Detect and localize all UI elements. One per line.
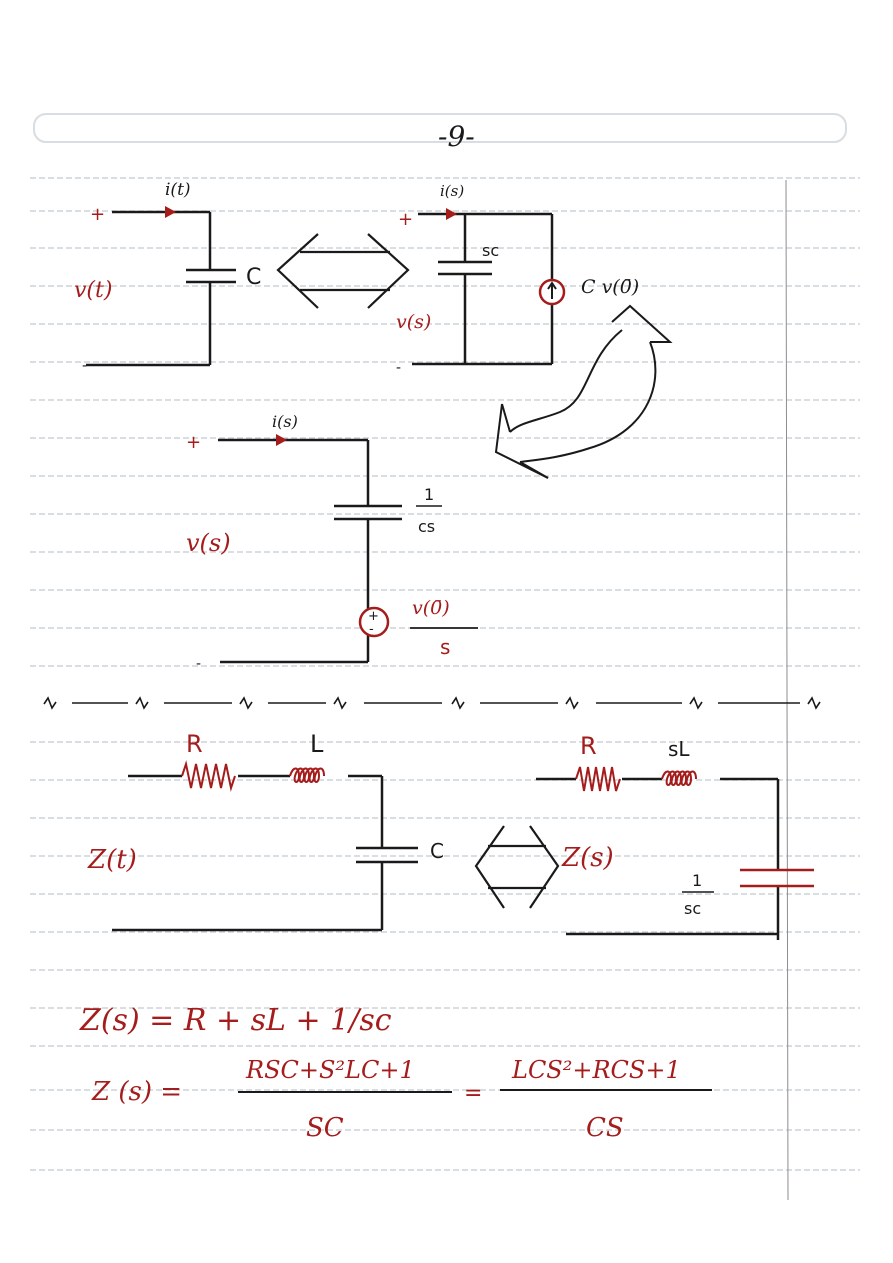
minus-sign: - — [196, 656, 201, 672]
current-label: i(s) — [272, 412, 298, 431]
ruled-lines — [30, 177, 860, 1171]
resistor-label: R — [580, 732, 597, 760]
voltage-label: v(s) — [396, 311, 431, 333]
circuit-s-voltage-source — [218, 438, 402, 664]
capacitor-denominator: cs — [418, 517, 435, 536]
equation-numerator-2: LCS²+RCS+1 — [511, 1056, 681, 1084]
transform-arrow-icon — [494, 304, 673, 479]
voltage-source-icon: + - — [358, 606, 390, 638]
impedance-circuit-s — [536, 777, 780, 940]
resistor-icon — [181, 760, 236, 792]
current-source-icon — [538, 278, 566, 306]
current-label: i(s) — [440, 182, 464, 200]
current-arrow-icon — [446, 208, 457, 220]
capacitor-denominator: sc — [684, 899, 701, 918]
voltage-label: v(t) — [74, 278, 112, 303]
inductor-icon — [289, 767, 325, 783]
minus-sign: - — [82, 358, 87, 374]
impedance-label: Z(s) — [561, 843, 614, 873]
capacitor-numerator: 1 — [424, 485, 434, 504]
equation-lhs: Z (s) = — [91, 1077, 182, 1107]
voltage-label: v(s) — [186, 529, 231, 557]
inductor-label: L — [310, 730, 324, 758]
capacitor-label: C — [246, 265, 261, 290]
minus-sign: - — [396, 360, 401, 376]
svg-text:+: + — [368, 609, 379, 624]
source-label: C v(0̄) — [581, 276, 639, 298]
source-numerator: v(0̄) — [412, 597, 450, 619]
impedance-circuit-time — [112, 774, 418, 932]
equation-numerator-1: RSC+S²LC+1 — [245, 1056, 415, 1084]
capacitor-numerator: 1 — [692, 871, 702, 890]
equivalence-arrow-icon — [474, 825, 560, 909]
current-label: i(t) — [165, 180, 191, 200]
plus-sign: + — [90, 204, 105, 225]
equivalence-arrow-icon — [276, 233, 410, 309]
impedance-label: Z(t) — [87, 845, 137, 875]
circuit-time-capacitor — [86, 210, 236, 367]
resistor-icon — [575, 766, 621, 792]
circuit-s-current-source — [412, 212, 554, 366]
margin-line — [785, 179, 789, 1201]
equation-denominator-1: SC — [306, 1113, 344, 1143]
resistor-label: R — [186, 730, 203, 758]
current-arrow-icon — [276, 434, 287, 446]
equation-denominator-2: CS — [586, 1113, 624, 1143]
plus-sign: + — [398, 209, 413, 230]
capacitor-label: sc — [482, 241, 499, 260]
equation-equals: = — [464, 1081, 482, 1106]
inductor-icon — [661, 770, 697, 786]
capacitor-icon — [740, 868, 814, 888]
current-arrow-icon — [165, 206, 176, 218]
plus-sign: + — [186, 432, 201, 453]
source-denominator: s — [440, 635, 450, 659]
header-band — [33, 113, 847, 143]
capacitor-label: C — [430, 839, 444, 863]
equation-impedance-sum: Z(s) = R + sL + 1/sc — [79, 1003, 392, 1038]
page-number: -9- — [438, 120, 475, 153]
section-separator — [43, 696, 821, 710]
inductor-label: sL — [668, 737, 690, 761]
svg-text:-: - — [369, 622, 374, 637]
